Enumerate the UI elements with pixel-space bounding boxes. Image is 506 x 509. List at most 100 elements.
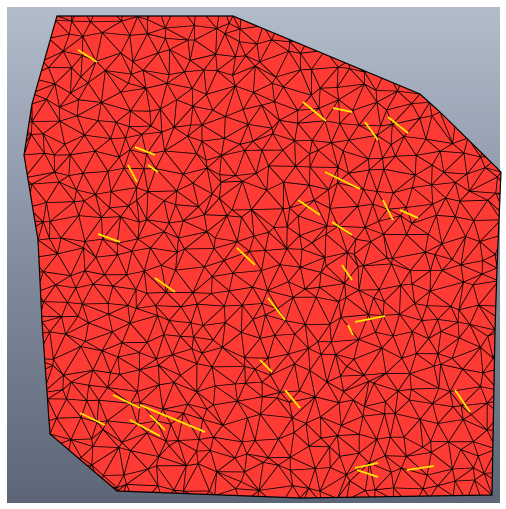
mesh-edge: [252, 286, 268, 291]
mesh-edge: [432, 391, 451, 404]
mesh-edge: [279, 497, 301, 498]
mesh-edge: [251, 208, 284, 210]
mesh-edge: [267, 438, 279, 458]
mesh-edge: [130, 403, 139, 425]
mesh-edge: [345, 289, 360, 298]
mesh-edge: [110, 187, 137, 192]
mesh-edge: [129, 125, 152, 127]
mesh-surface: [24, 16, 501, 498]
mesh-edge: [383, 169, 394, 194]
mesh-edge: [62, 51, 73, 68]
mesh-edge: [84, 256, 97, 272]
mesh-edge: [120, 82, 129, 93]
mesh-edge: [344, 283, 347, 298]
mesh-edge: [487, 336, 494, 359]
highlighted-edge: [356, 469, 379, 478]
mesh-edge: [416, 150, 441, 156]
mesh-edge: [352, 399, 365, 407]
mesh-edge: [383, 215, 401, 235]
mesh-edge: [215, 28, 218, 55]
mesh-edge: [206, 408, 224, 426]
mesh-edge: [419, 403, 433, 420]
mesh-edge: [239, 29, 241, 42]
mesh-edge: [191, 348, 203, 354]
mesh-edge: [414, 290, 431, 304]
mesh-edge: [84, 495, 105, 498]
mesh-edge: [116, 243, 119, 255]
mesh-edge: [394, 413, 405, 438]
mesh-edge: [194, 16, 197, 26]
mesh-edge: [338, 66, 350, 69]
mesh-edge: [224, 28, 241, 34]
mesh-edge: [385, 373, 399, 392]
mesh-edge: [24, 16, 39, 29]
mesh-edge: [431, 165, 433, 186]
mesh-edge: [237, 383, 246, 402]
mesh-edge: [87, 61, 97, 83]
mesh-edge: [245, 382, 263, 398]
mesh-edge: [477, 52, 501, 55]
mesh-edge: [473, 280, 499, 286]
mesh-edge: [262, 391, 281, 398]
mesh-edge: [308, 348, 311, 371]
mesh-edge: [229, 286, 253, 292]
mesh-edge: [386, 55, 407, 69]
mesh-edge: [95, 194, 110, 209]
mesh-edge: [399, 303, 416, 315]
mesh-edge: [285, 297, 294, 321]
mesh-edge: [293, 432, 310, 447]
mesh-edge: [161, 126, 175, 133]
mesh-edge: [502, 316, 506, 330]
mesh-edge: [431, 164, 445, 173]
mesh-edge: [263, 462, 279, 466]
mesh-edge: [215, 383, 236, 387]
mesh-edge: [24, 336, 37, 360]
mesh-edge: [241, 441, 248, 455]
mesh-edge: [326, 354, 336, 383]
mesh-edge: [184, 248, 215, 250]
mesh-edge: [196, 366, 213, 393]
mesh-edge: [385, 390, 399, 403]
mesh-edge: [374, 472, 392, 491]
mesh-edge: [232, 65, 256, 76]
mesh-edge: [336, 1, 350, 3]
mesh-edge: [429, 270, 443, 292]
mesh-edge: [82, 303, 109, 305]
mesh-edge: [163, 190, 177, 202]
mesh-edge: [478, 280, 499, 306]
mesh-edge: [454, 182, 461, 202]
mesh-edge: [135, 289, 147, 294]
mesh-edge: [358, 452, 370, 464]
mesh-edge: [346, 366, 365, 376]
mesh-edge: [139, 402, 163, 410]
mesh-edge: [57, 247, 84, 255]
mesh-edge: [235, 175, 243, 182]
mesh-edge: [186, 463, 199, 467]
mesh-edge: [218, 182, 222, 199]
mesh-edge: [137, 222, 140, 239]
mesh-edge: [316, 16, 321, 19]
mesh-edge: [244, 471, 260, 491]
mesh-edge: [491, 91, 496, 103]
mesh-edge: [80, 346, 103, 352]
mesh-edge: [24, 100, 33, 105]
mesh-edge: [126, 484, 159, 487]
mesh-edge: [146, 219, 165, 233]
mesh-edge: [324, 99, 340, 122]
mesh-edge: [3, 175, 10, 210]
mesh-edge: [144, 270, 167, 293]
mesh-edge: [54, 171, 69, 176]
mesh-edge: [397, 388, 412, 392]
mesh-edge: [282, 208, 288, 227]
mesh-edge: [125, 134, 142, 139]
mesh-edge: [234, 383, 238, 402]
mesh-edge: [190, 53, 216, 61]
mesh-edge: [267, 264, 281, 291]
mesh-edge: [344, 283, 360, 291]
mesh-edge: [394, 399, 410, 414]
mesh-edge: [362, 406, 365, 417]
mesh-edge: [430, 254, 436, 271]
mesh-edge: [397, 90, 421, 95]
